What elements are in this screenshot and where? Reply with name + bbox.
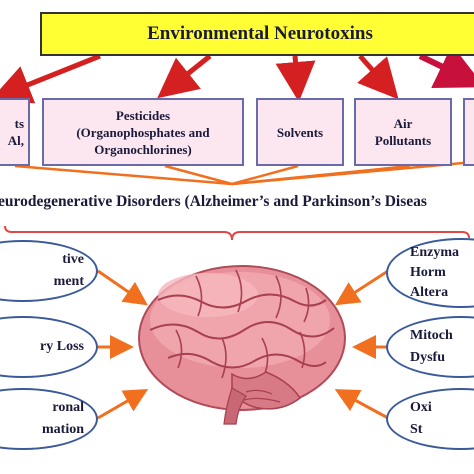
source-label-air-pollutants: Air Pollutants xyxy=(374,116,432,148)
source-box-air-pollutants: Air Pollutants xyxy=(354,98,452,166)
effect-ellipse-right-2: Mitoch Dysfu xyxy=(386,316,474,378)
arrow-title-to-air-pollutants xyxy=(357,54,399,100)
effect-ellipse-right-3: Oxi St xyxy=(386,388,474,450)
effect-ellipse-left-3: ronal mation xyxy=(0,388,98,450)
source-box-pesticides: Pesticides (Organophosphates and Organoc… xyxy=(42,98,244,166)
effect-label-left-2: ry Loss xyxy=(40,339,84,354)
disorders-heading: eurodegenerative Disorders (Alzheimer’s … xyxy=(0,193,427,211)
effect-ellipse-right-1: Enzyma Horm Altera xyxy=(386,238,474,308)
source-label-metals: ts Al, xyxy=(7,116,24,148)
source-box-solvents: Solvents xyxy=(256,98,344,166)
title-box: Environmental Neurotoxins xyxy=(40,12,474,56)
disorders-bracket xyxy=(4,225,470,241)
source-label-solvents: Solvents xyxy=(276,124,324,140)
source-label-pesticides: Pesticides (Organophosphates and Organoc… xyxy=(76,107,210,157)
arrow-left-1 xyxy=(97,269,148,306)
effect-label-left-3: ronal mation xyxy=(42,400,84,437)
arrow-left-3 xyxy=(97,388,149,420)
effect-label-right-1: Enzyma Horm Altera xyxy=(410,245,459,300)
arrow-title-to-solvents xyxy=(275,55,316,102)
arrow-title-to-pesticides xyxy=(157,54,212,99)
effect-label-left-1: tive ment xyxy=(53,252,84,289)
arrow-title-to-next-source xyxy=(418,44,474,89)
source-box-metals: ts Al, xyxy=(0,98,30,166)
arrow-right-1 xyxy=(334,269,389,306)
disorders-text: eurodegenerative Disorders (Alzheimer’s … xyxy=(0,193,427,210)
effect-label-right-3: Oxi St xyxy=(410,400,432,437)
arrow-title-to-metals xyxy=(0,53,101,104)
source-box-cutoff xyxy=(463,98,474,166)
brain-icon xyxy=(138,265,346,425)
effect-ellipse-left-1: tive ment xyxy=(0,240,98,302)
effect-label-right-2: Mitoch Dysfu xyxy=(410,328,453,365)
arrow-right-3 xyxy=(334,389,389,420)
title-text: Environmental Neurotoxins xyxy=(147,23,373,44)
